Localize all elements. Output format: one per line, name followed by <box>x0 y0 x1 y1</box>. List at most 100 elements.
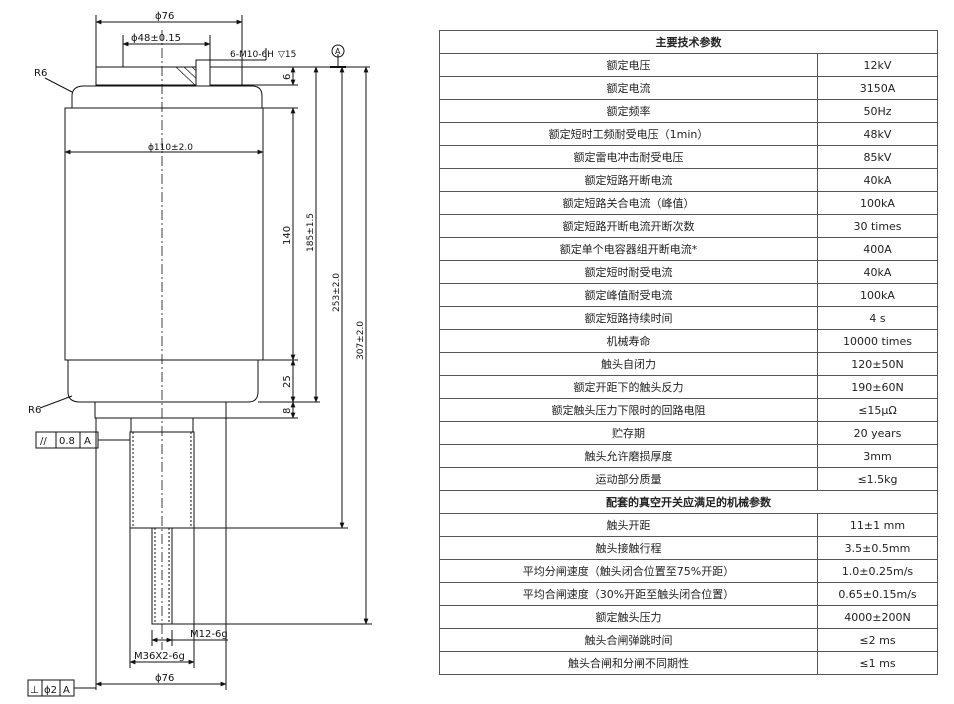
dim-bottom-h: 25 <box>282 375 293 388</box>
datum-a-label: A <box>335 47 341 56</box>
param-name: 额定短路开断电流 <box>439 168 818 192</box>
fcf-perp-value: ϕ2 <box>44 685 57 696</box>
table-row: 触头合闸弹跳时间≤2 ms <box>439 628 938 652</box>
table-row: 额定触头压力下限时的回路电阻≤15μΩ <box>439 398 938 422</box>
ceramic-body <box>64 107 264 361</box>
param-name: 额定短路持续时间 <box>439 306 818 330</box>
dim-top-flange-h: 6 <box>282 74 293 80</box>
param-name: 平均分闸速度（触头闭合位置至75%开距） <box>439 559 818 583</box>
param-value: 50Hz <box>817 99 938 123</box>
fcf-perp-symbol: ⊥ <box>30 685 39 696</box>
dim-top-dia: ϕ76 <box>155 11 174 22</box>
table-row: 运动部分质量≤1.5kg <box>439 467 938 491</box>
dim-overall-1: 185±1.5 <box>306 213 316 252</box>
param-value: 20 years <box>817 421 938 445</box>
table-row: 额定短路关合电流（峰值）100kA <box>439 191 938 215</box>
param-name: 额定电压 <box>439 53 818 77</box>
param-name: 额定短路开断电流开断次数 <box>439 214 818 238</box>
param-value: 100kA <box>817 191 938 215</box>
table-row: 平均合闸速度（30%开距至触头闭合位置）0.65±0.15m/s <box>439 582 938 606</box>
dim-thread-holes: 6-M10-6H <box>230 50 274 60</box>
param-value: 3150A <box>817 76 938 100</box>
param-value: 1.0±0.25m/s <box>817 559 938 583</box>
fcf-perp-datum: A <box>63 685 70 696</box>
dim-hole-depth: ▽15 <box>278 50 296 60</box>
param-name: 额定开距下的触头反力 <box>439 375 818 399</box>
param-value: 11±1 mm <box>817 513 938 537</box>
dim-stud-thread: M12-6g <box>190 629 228 640</box>
param-name: 触头接触行程 <box>439 536 818 560</box>
param-name: 额定单个电容器组开断电流* <box>439 237 818 261</box>
table-row: 额定单个电容器组开断电流*400A <box>439 237 938 261</box>
bottom-flange <box>94 401 227 419</box>
top-flange <box>95 66 243 86</box>
param-name: 触头自闭力 <box>439 352 818 376</box>
param-value: 48kV <box>817 122 938 146</box>
dim-body-dia: ϕ110±2.0 <box>148 143 193 153</box>
param-value: 40kA <box>817 168 938 192</box>
param-name: 触头开距 <box>439 513 818 537</box>
param-value: 12kV <box>817 53 938 77</box>
table-section-header: 主要技术参数 <box>439 30 938 54</box>
param-value: 100kA <box>817 283 938 307</box>
param-value: 400A <box>817 237 938 261</box>
param-name: 额定短路关合电流（峰值） <box>439 191 818 215</box>
fcf-parallel-symbol: // <box>40 436 47 447</box>
param-value: 10000 times <box>817 329 938 353</box>
dim-overall-3: 307±2.0 <box>356 321 366 360</box>
param-name: 额定频率 <box>439 99 818 123</box>
fcf-parallel-value: 0.8 <box>59 436 75 447</box>
dim-top-radius: R6 <box>34 68 47 79</box>
param-value: ≤1 ms <box>817 651 938 675</box>
bottom-dome <box>67 360 259 403</box>
param-name: 平均合闸速度（30%开距至触头闭合位置） <box>439 582 818 606</box>
param-name: 额定短时工频耐受电压（1min） <box>439 122 818 146</box>
param-value: 120±50N <box>817 352 938 376</box>
param-value: 3mm <box>817 444 938 468</box>
param-name: 触头合闸和分闸不同期性 <box>439 651 818 675</box>
dim-flange-h: 8 <box>282 408 293 414</box>
dim-body-len: 140 <box>282 226 293 245</box>
section-title: 主要技术参数 <box>439 30 938 54</box>
dim-overall-2: 253±2.0 <box>332 273 342 312</box>
table-section-header: 配套的真空开关应满足的机械参数 <box>439 490 938 514</box>
param-name: 额定峰值耐受电流 <box>439 283 818 307</box>
param-name: 触头允许磨损厚度 <box>439 444 818 468</box>
param-name: 贮存期 <box>439 421 818 445</box>
param-name: 机械寿命 <box>439 329 818 353</box>
table-row: 触头合闸和分闸不同期性≤1 ms <box>439 651 938 675</box>
param-value: 4 s <box>817 306 938 330</box>
param-value: ≤1.5kg <box>817 467 938 491</box>
param-value: ≤2 ms <box>817 628 938 652</box>
dim-rod-thread: M36X2-6g <box>134 651 185 662</box>
dim-bottom-radius: R6 <box>28 405 41 416</box>
table-row: 平均分闸速度（触头闭合位置至75%开距）1.0±0.25m/s <box>439 559 938 583</box>
dim-bottom-dia: ϕ76 <box>155 673 174 684</box>
param-value: 4000±200N <box>817 605 938 629</box>
param-name: 运动部分质量 <box>439 467 818 491</box>
param-value: 30 times <box>817 214 938 238</box>
fcf-parallel-datum: A <box>84 436 91 447</box>
param-name: 额定触头压力 <box>439 605 818 629</box>
vacuum-interrupter-drawing: ϕ76 ϕ48±0.15 6-M10-6H ▽15 A R6 ϕ110±2.0 … <box>27 11 372 697</box>
top-dome <box>71 85 263 108</box>
table-row: 额定短时工频耐受电压（1min）48kV <box>439 122 938 146</box>
param-value: 0.65±0.15m/s <box>817 582 938 606</box>
param-value: 85kV <box>817 145 938 169</box>
